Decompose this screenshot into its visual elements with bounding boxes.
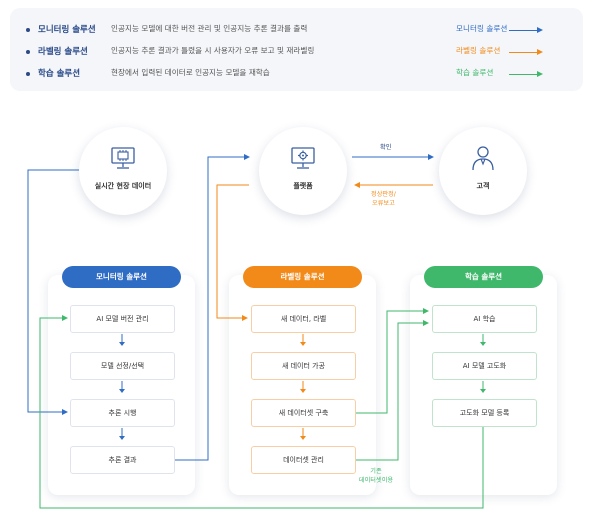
legend-title: 학습 솔루션: [38, 69, 81, 79]
step-model-versioning: AI 모델 버전 관리: [70, 305, 175, 333]
person-icon: [472, 146, 494, 171]
legend-key-label: 모니터링 솔루션: [456, 24, 508, 33]
legend-key-line: [509, 74, 539, 75]
inner-arrows-labeling: [300, 334, 306, 440]
monitor-gear-icon: [291, 147, 315, 169]
edge-label-confirm: 확인: [380, 144, 392, 151]
node-label: 고객: [476, 182, 490, 190]
legend-description: 인공지능 추론 결과가 틀렸을 시 사용자가 오류 보고 및 재라벨링: [111, 46, 315, 55]
edge-dataset-to-training: [355, 308, 429, 414]
edge-label-line: 데이터셋이용: [358, 477, 394, 484]
step-new-dataset-build: 새 데이터셋 구축: [251, 399, 356, 427]
legend-description: 인공지능 모델에 대한 버전 관리 및 인공지능 추론 결과를 출력: [111, 24, 308, 33]
customer-node: 고객: [439, 127, 527, 215]
monitor-chip-icon: [111, 147, 135, 169]
edge-label-line: 정상판정/: [371, 191, 396, 198]
bullet-icon: [26, 72, 30, 76]
step-inference-result: 추론 결과: [70, 446, 175, 474]
realtime-data-node: 실시간 현장 데이터: [79, 127, 167, 215]
monitoring-pill: 모니터링 솔루션: [62, 266, 181, 288]
legend-row-labeling: 라벨링 솔루션 인공지능 추론 결과가 틀렸을 시 사용자가 오류 보고 및 재…: [10, 43, 583, 61]
platform-node: 플랫폼: [259, 127, 347, 215]
legend-description: 현장에서 입력된 데이터로 인공지능 모델을 재학습: [111, 68, 270, 77]
bullet-icon: [26, 28, 30, 32]
step-new-data-label: 새 데이터, 라벨: [251, 305, 356, 333]
legend-key-label: 학습 솔루션: [456, 68, 494, 77]
legend-title: 모니터링 솔루션: [38, 25, 96, 35]
arrow-right-icon: [537, 27, 543, 33]
learning-pill: 학습 솔루션: [424, 266, 543, 288]
edge-realtime-to-inference: [27, 169, 80, 415]
step-enhanced-model-registration: 고도화 모델 등록: [432, 399, 537, 427]
step-new-data-processing: 새 데이터 가공: [251, 352, 356, 380]
legend-box: 모니터링 솔루션 인공지능 모델에 대한 버전 관리 및 인공지능 추론 결과를…: [10, 8, 583, 91]
arrow-right-icon: [537, 71, 543, 77]
edge-result-to-platform: [175, 154, 250, 461]
edge-management-to-training: [355, 320, 429, 461]
edge-label-line: 기존: [370, 468, 382, 475]
edge-platform-to-labeling: [216, 184, 249, 321]
step-ai-training: AI 학습: [432, 305, 537, 333]
legend-row-monitoring: 모니터링 솔루션 인공지능 모델에 대한 버전 관리 및 인공지능 추론 결과를…: [10, 21, 583, 39]
step-model-enhancement: AI 모델 고도화: [432, 352, 537, 380]
inner-arrows-monitoring: [119, 334, 125, 440]
arrow-right-icon: [537, 49, 543, 55]
bullet-icon: [26, 50, 30, 54]
step-model-selection: 모델 선정/선택: [70, 352, 175, 380]
legend-key-label: 라벨링 솔루션: [456, 46, 501, 55]
labeling-pill: 라벨링 솔루션: [243, 266, 362, 288]
legend-title: 라벨링 솔루션: [38, 47, 88, 57]
legend-row-learning: 학습 솔루션 현장에서 입력된 데이터로 인공지능 모델을 재학습 학습 솔루션: [10, 65, 583, 83]
edge-label-report: 정상판정/ 오류보고: [371, 190, 396, 208]
inner-arrows-learning: [480, 334, 486, 393]
step-inference-run: 추론 시행: [70, 399, 175, 427]
step-dataset-management: 데이터셋 관리: [251, 446, 356, 474]
edge-registration-to-versioning: [39, 315, 484, 509]
edge-label-line: 오류보고: [372, 200, 395, 207]
edge-label-existing: 기존 데이터셋이용: [355, 467, 397, 485]
node-label: 실시간 현장 데이터: [94, 182, 152, 190]
legend-key-line: [509, 30, 539, 31]
node-label: 플랫폼: [293, 182, 313, 190]
legend-key-line: [509, 52, 539, 53]
